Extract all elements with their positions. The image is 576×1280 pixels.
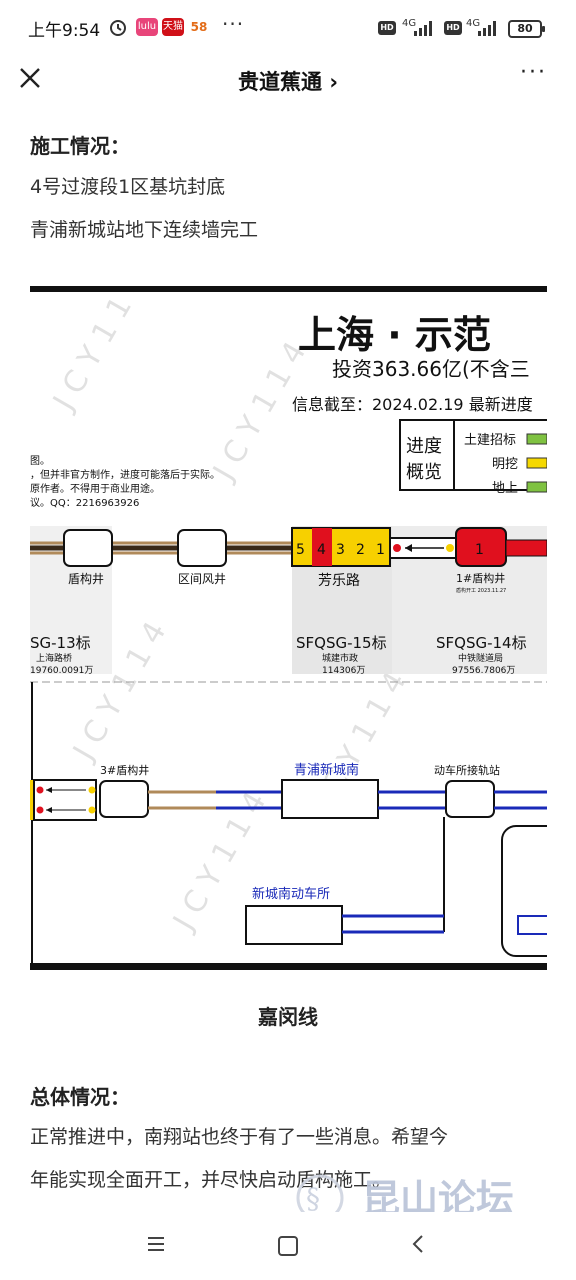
more-icon[interactable]: ···: [520, 60, 547, 85]
signal-icon: [414, 20, 436, 36]
alarm-icon: [110, 20, 126, 36]
station-box: [99, 780, 149, 818]
progress-box-label: 概览: [406, 462, 442, 483]
station-label: 1#盾构井: [456, 571, 505, 585]
58-icon: 58: [188, 18, 210, 36]
station-box: [177, 529, 227, 567]
legend-label: 地上: [492, 481, 518, 496]
note-line: 议。QQ：2216963926: [30, 497, 139, 509]
bid-amount: 114306万: [322, 666, 365, 676]
chevron-right-icon: ›: [329, 70, 338, 94]
watermark-text: J C Y 1 1 4: [46, 292, 154, 418]
tmall-icon: 天猫: [162, 18, 184, 36]
page-title[interactable]: 贵道蕉通 ›: [238, 70, 338, 94]
battery-icon: 80: [508, 20, 545, 38]
station-digit: 2: [356, 542, 365, 558]
app-badge-icon: lulu: [136, 18, 158, 36]
paragraph: 正常推进中，南翔站也终于有了一些消息。希望今: [30, 1126, 449, 1148]
diagram-invest: 投资363.66亿(不含三: [332, 357, 530, 381]
paragraph: 4号过渡段1区基坑封底: [30, 176, 226, 198]
note-line: 图。: [30, 455, 50, 467]
svg-text:§: §: [306, 1182, 320, 1215]
station-box: [445, 780, 495, 818]
back-icon[interactable]: [410, 1234, 426, 1254]
close-icon[interactable]: [16, 64, 44, 92]
progress-diagram-image[interactable]: J C Y 1 1 4 J C Y 1 1 4 J C Y 1 1 4 J C …: [30, 286, 547, 976]
legend-swatch: [526, 481, 547, 493]
system-nav-bar: [0, 1212, 576, 1280]
bid-code: SG-13标: [30, 634, 91, 652]
bid-amount: 19760.0091万: [30, 666, 93, 676]
network-label: 4G: [402, 18, 417, 29]
section-title: 总体情况：: [30, 1085, 130, 1109]
shaft-digit: 1: [475, 542, 484, 558]
station-digit: 1: [376, 542, 385, 558]
note-line: 原作者。不得用于商业用途。: [30, 482, 160, 495]
bid-code: SFQSG-14标: [436, 634, 527, 652]
line-diagram: J C Y 1 1 4 J C Y 1 1 4 J C Y 1 1 4 J C …: [30, 292, 547, 970]
section-title: 施工情况：: [30, 134, 130, 158]
image-caption: 嘉闵线: [258, 1005, 318, 1029]
home-icon[interactable]: [278, 1236, 298, 1256]
diagram-date: 信息截至：2024.02.19 最新进度: [292, 395, 533, 414]
bid-contractor: 城建市政: [322, 652, 358, 664]
signal-icon: [478, 20, 500, 36]
network-label: 4G: [466, 18, 481, 29]
bid-contractor: 上海路桥: [36, 652, 72, 664]
station-label: 新城南动车所: [252, 886, 330, 902]
station-box: [281, 779, 379, 819]
hd-icon: HD: [444, 21, 462, 35]
station-label: 3#盾构井: [100, 763, 149, 777]
station-label: 区间风井: [178, 572, 226, 586]
station-fanglelu: [291, 527, 391, 567]
status-bar: 上午9:54 lulu 天猫 58 ··· HD 4G HD 4G 80: [0, 0, 576, 56]
station-box: [63, 529, 113, 567]
bid-amount: 97556.7806万: [452, 666, 515, 676]
hd-icon: HD: [378, 21, 396, 35]
image-border: [30, 963, 547, 970]
depot-box: [245, 905, 343, 945]
bid-contractor: 中铁隧道局: [458, 652, 503, 664]
paragraph: 青浦新城站地下连续墙完工: [30, 219, 259, 241]
top-nav: 贵道蕉通 › ···: [0, 56, 576, 102]
legend-swatch: [526, 457, 547, 469]
status-more-icon: ···: [222, 12, 245, 36]
legend-swatch: [526, 433, 547, 445]
menu-icon[interactable]: [146, 1236, 166, 1252]
progress-box-label: 进度: [406, 436, 442, 457]
station-digit: 4: [317, 542, 326, 558]
note-line: ，但并非官方制作，进度可能落后于实际。: [30, 468, 220, 481]
bid-code: SFQSG-15标: [296, 634, 387, 652]
diagram-heading: 上海 · 示范: [298, 313, 491, 357]
legend-label: 土建招标: [464, 433, 516, 448]
station-digit: 5: [296, 542, 305, 558]
status-time: 上午9:54: [28, 21, 101, 41]
station-label: 盾构井: [68, 571, 104, 586]
station-label: 青浦新城南: [294, 762, 359, 778]
legend-label: 明挖: [492, 457, 518, 472]
shaft-note: 盾构开工 2023.11.27: [456, 587, 506, 594]
station-label: 芳乐路: [318, 572, 360, 589]
station-digit: 3: [336, 542, 345, 558]
station-label: 动车所接轨站: [434, 763, 500, 777]
